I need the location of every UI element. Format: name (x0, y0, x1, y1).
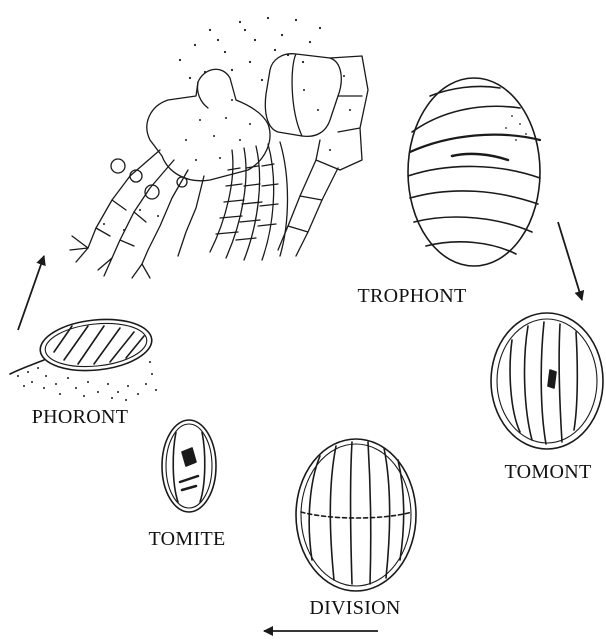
tomont-cell (491, 313, 603, 449)
host-stipple (179, 17, 321, 81)
division-label: DIVISION (309, 597, 400, 619)
phoront-cell (10, 314, 159, 401)
tomite-cell (162, 420, 216, 512)
tomite-label: TOMITE (149, 528, 226, 550)
tomont-label: TOMONT (505, 461, 592, 483)
phoront-label: PHORONT (32, 406, 129, 428)
trophont-label: TROPHONT (357, 285, 466, 307)
host-crustacean-icon (70, 17, 368, 278)
trophont-cell (408, 78, 540, 266)
arrow-phoront-to-host (18, 256, 44, 330)
division-cell (296, 439, 416, 591)
arrow-trophont-to-tomont (558, 222, 582, 300)
